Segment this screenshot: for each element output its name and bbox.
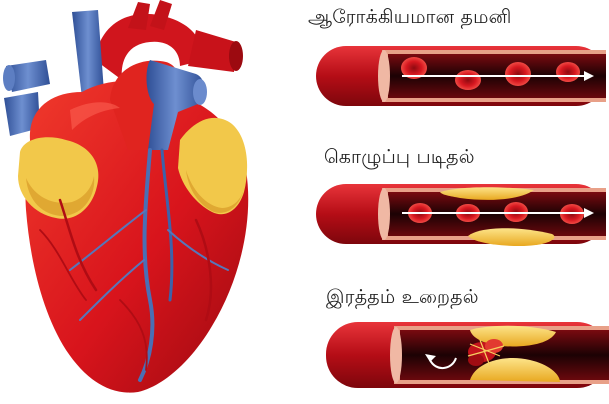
artery-healthy	[316, 46, 606, 106]
pulmonary-vein-opening	[3, 65, 15, 91]
coronary-vein-opening	[193, 79, 207, 105]
label-healthy-artery: ஆரோக்கியமான தமனி	[308, 6, 512, 31]
heart-illustration	[3, 0, 248, 393]
pulmonary-artery	[188, 30, 236, 72]
artery-plaque	[316, 184, 606, 246]
label-plaque-buildup: கொழுப்பு படிதல்	[324, 146, 475, 171]
pulmonary-artery-opening	[229, 41, 243, 71]
label-blood-clot: இரத்தம் உறைதல்	[326, 286, 479, 311]
artery-clot	[326, 322, 609, 388]
